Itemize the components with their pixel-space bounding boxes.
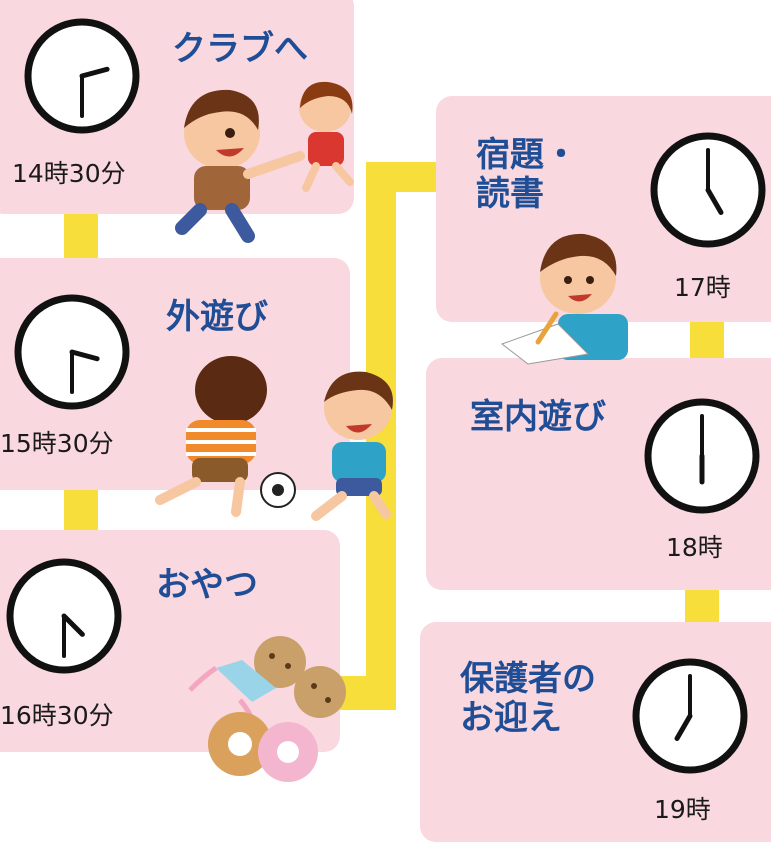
clock-icon bbox=[6, 558, 122, 674]
clock-hour-hand bbox=[674, 713, 693, 742]
clock-hour-hand bbox=[61, 613, 85, 637]
step-title: 外遊び bbox=[166, 297, 268, 337]
sweets-illustration bbox=[188, 636, 346, 782]
clock-hour-hand bbox=[79, 66, 110, 79]
step-time: 17時 bbox=[674, 273, 731, 302]
step-title: 宿題・ 読書 bbox=[476, 135, 578, 215]
clock-icon bbox=[632, 658, 748, 774]
clock-icon bbox=[650, 132, 766, 248]
boy-doing-homework-illustration bbox=[500, 233, 628, 365]
clock-hour-hand bbox=[69, 349, 100, 362]
children-running-illustration bbox=[175, 81, 354, 243]
step-title: 室内遊び bbox=[470, 397, 606, 437]
clock-hour-hand bbox=[705, 187, 724, 216]
step-time: 19時 bbox=[654, 795, 711, 824]
step-time: 14時30分 bbox=[12, 159, 126, 188]
clock-icon bbox=[24, 18, 140, 134]
clock-icon bbox=[644, 398, 760, 514]
step-title: 保護者の お迎え bbox=[460, 659, 596, 739]
step-title: クラブへ bbox=[172, 29, 308, 69]
boys-playing-soccer-illustration bbox=[155, 356, 393, 521]
step-time: 18時 bbox=[666, 533, 723, 562]
clock-icon bbox=[14, 294, 130, 410]
step-time: 16時30分 bbox=[0, 701, 114, 730]
step-time: 15時30分 bbox=[0, 429, 114, 458]
step-title: おやつ bbox=[156, 565, 258, 605]
